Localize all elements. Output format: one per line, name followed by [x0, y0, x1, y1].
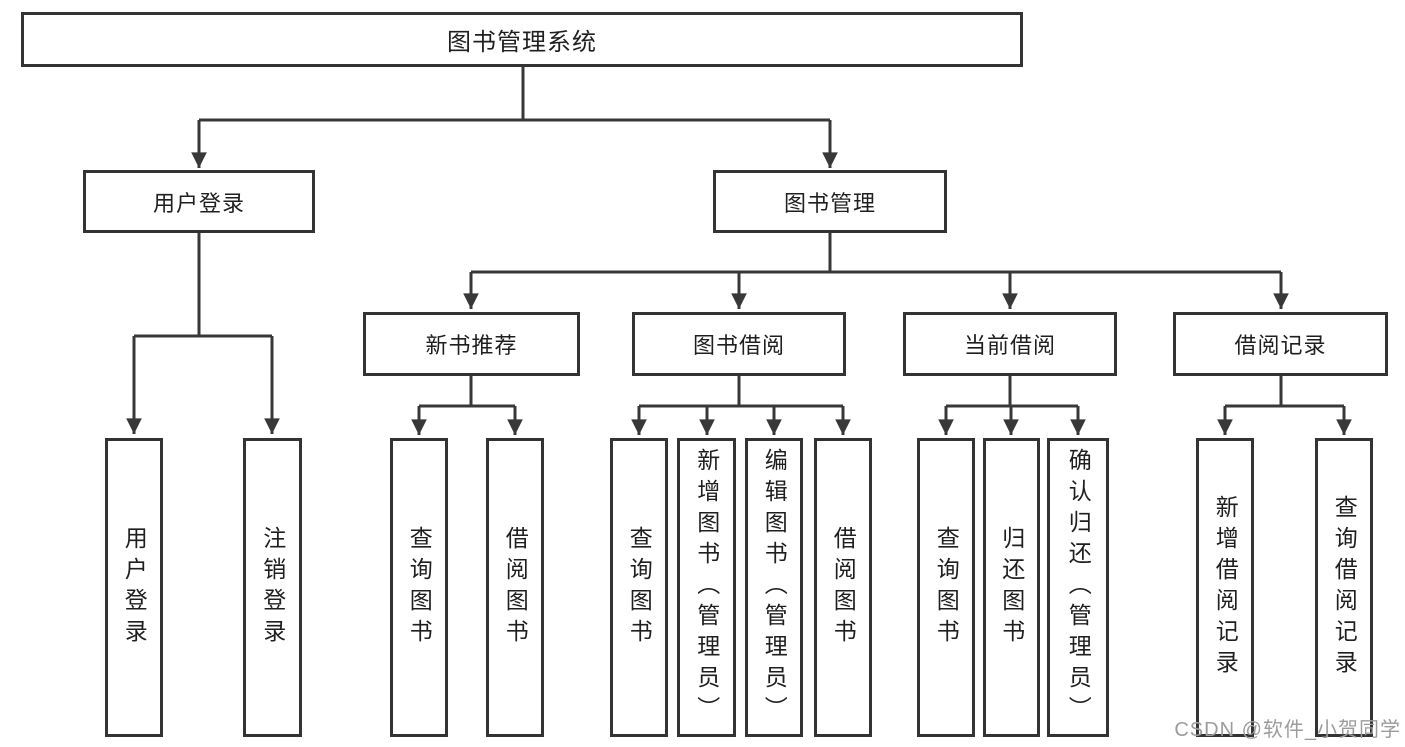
- node-new-book-recommend: 新书推荐: [363, 312, 580, 376]
- leaf-confirm-return-admin: 确认归还（管理员）: [1047, 438, 1109, 737]
- leaf-query-borrow-record: 查询借阅记录: [1315, 438, 1373, 737]
- node-borrowing-records: 借阅记录: [1173, 312, 1388, 376]
- leaf-user-login: 用户登录: [105, 438, 163, 737]
- leaf-borrow-books-borrowing: 借阅图书: [814, 438, 872, 737]
- node-current-borrowing: 当前借阅: [903, 312, 1117, 376]
- leaf-query-books-borrowing: 查询图书: [610, 438, 668, 737]
- node-library-management-system: 图书管理系统: [21, 12, 1023, 67]
- node-user-login: 用户登录: [83, 170, 315, 233]
- leaf-return-book: 归还图书: [983, 438, 1040, 737]
- leaf-add-book-admin: 新增图书（管理员）: [677, 438, 736, 737]
- leaf-edit-book-admin: 编辑图书（管理员）: [745, 438, 803, 737]
- leaf-query-books-current: 查询图书: [917, 438, 975, 737]
- leaf-query-books-recommend: 查询图书: [390, 438, 448, 737]
- node-book-borrowing: 图书借阅: [632, 312, 846, 376]
- leaf-logout-login: 注销登录: [243, 438, 302, 737]
- node-book-management: 图书管理: [713, 170, 947, 233]
- leaf-add-borrow-record: 新增借阅记录: [1196, 438, 1254, 737]
- leaf-borrow-books-recommend: 借阅图书: [486, 438, 544, 737]
